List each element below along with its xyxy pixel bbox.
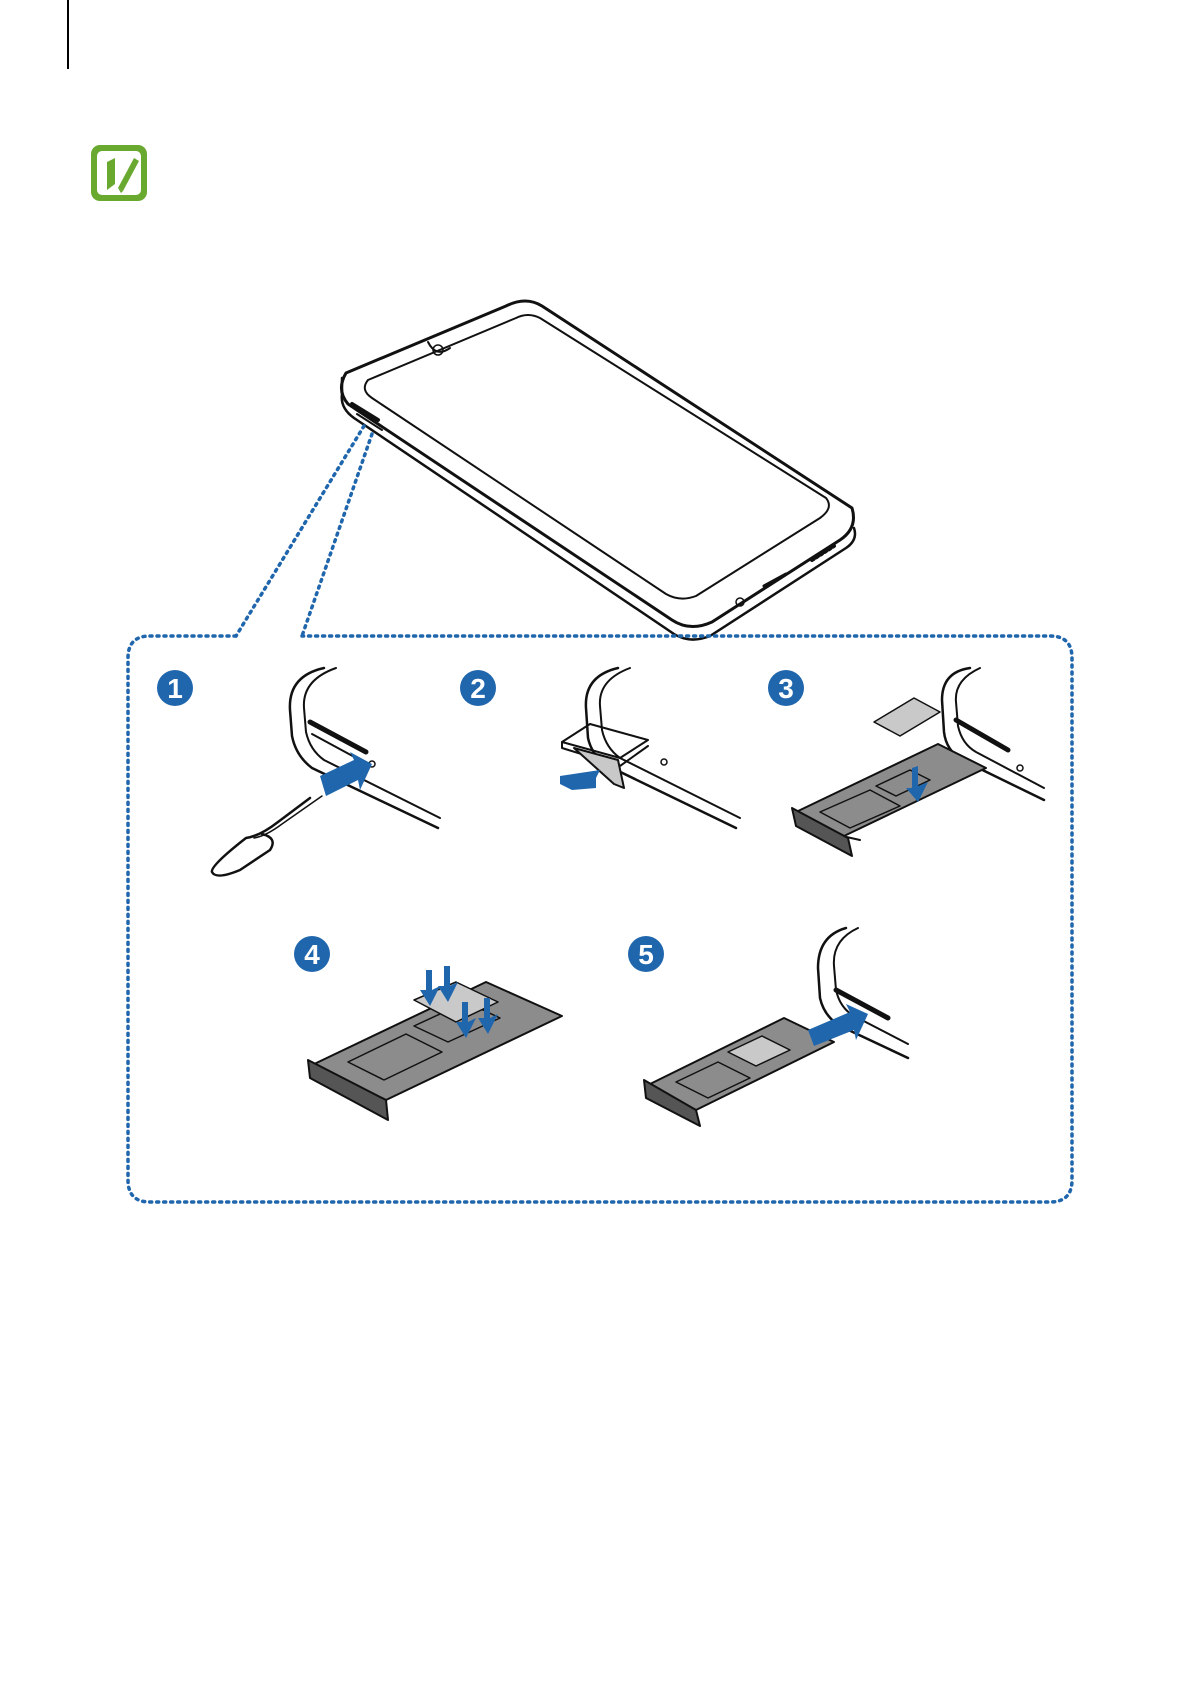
step-3-illustration <box>792 668 1044 856</box>
svg-text:5: 5 <box>638 939 654 970</box>
step-5-illustration <box>644 928 908 1126</box>
insert-arrow <box>320 752 372 796</box>
step-badge-3: 3 <box>768 670 804 706</box>
svg-text:3: 3 <box>778 673 794 704</box>
svg-text:4: 4 <box>304 939 320 970</box>
callout-lines <box>128 426 1072 1202</box>
pull-arrow <box>560 770 600 790</box>
step-4-illustration <box>308 982 562 1120</box>
step-2-illustration <box>562 668 740 828</box>
phone-illustration <box>341 301 855 640</box>
svg-text:1: 1 <box>167 673 183 704</box>
step-badge-5: 5 <box>628 936 664 972</box>
svg-text:2: 2 <box>470 673 486 704</box>
step-badge-1: 1 <box>157 670 193 706</box>
step-1-illustration <box>212 668 440 876</box>
reinsert-arrow <box>808 1004 868 1046</box>
step-badge-2: 2 <box>460 670 496 706</box>
step-badge-4: 4 <box>294 936 330 972</box>
